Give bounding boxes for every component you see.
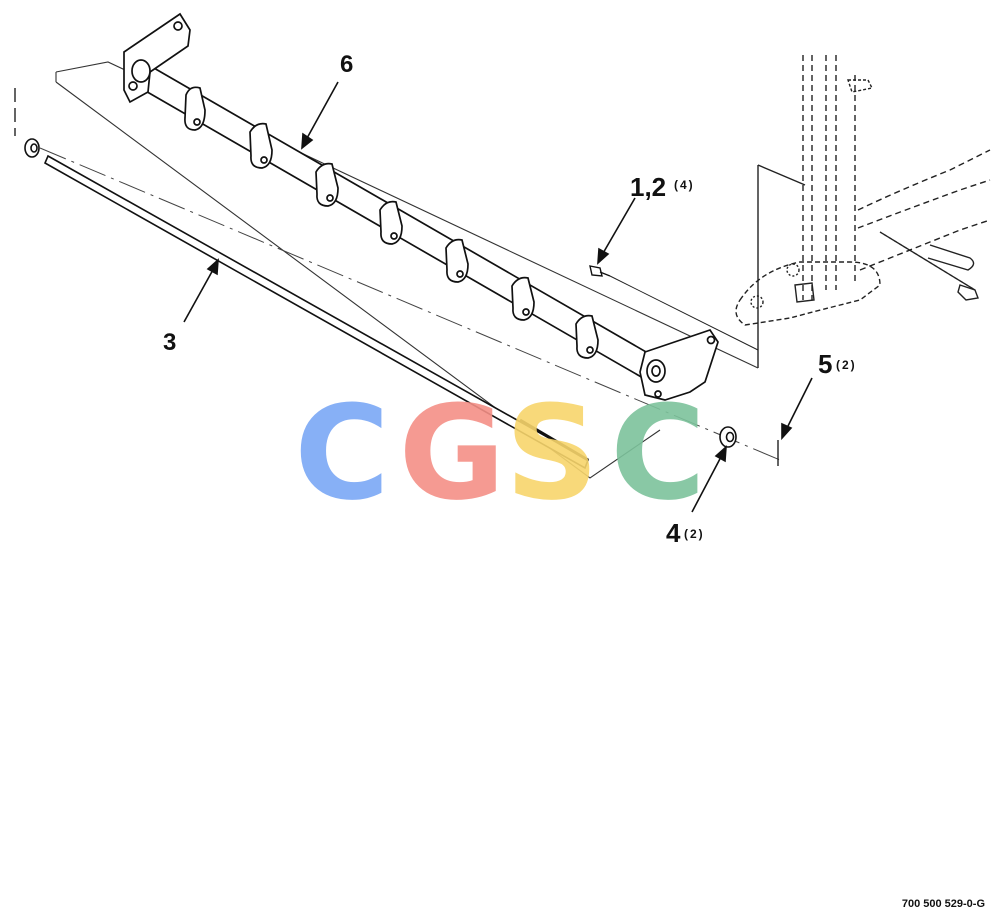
mounting-frame <box>735 55 991 368</box>
callout-item-3: 3 <box>163 329 176 356</box>
washer-item-4-left <box>24 138 40 158</box>
washer-item-4-right <box>719 426 737 448</box>
callout-item-4: 4 <box>666 518 681 548</box>
tube-assembly-item-6 <box>123 12 719 401</box>
leader-arrows <box>183 81 813 513</box>
bolt-item-1-2 <box>589 265 611 277</box>
callout-item-6: 6 <box>340 51 353 78</box>
callout-item-5-qty: (2) <box>836 358 857 372</box>
callout-item-1-2: 1,2 <box>630 172 666 202</box>
watermark-logo: C G S C <box>294 377 705 529</box>
watermark-letter-s: S <box>505 377 599 529</box>
center-line <box>39 147 781 461</box>
callout-item-4-qty: (2) <box>684 527 705 541</box>
watermark-letter-g: G <box>399 377 506 529</box>
phantom-plane <box>55 61 759 479</box>
bolt-leader-line <box>609 275 759 351</box>
callout-item-5: 5 <box>818 349 832 379</box>
document-number: 700 500 529-0-G <box>902 898 985 910</box>
watermark-letter-c2: C <box>610 377 705 529</box>
rod-item-3 <box>43 154 589 470</box>
watermark-letter-c1: C <box>294 377 389 529</box>
tube-tabs <box>184 86 599 359</box>
callout-item-1-2-qty: (4) <box>674 178 695 192</box>
